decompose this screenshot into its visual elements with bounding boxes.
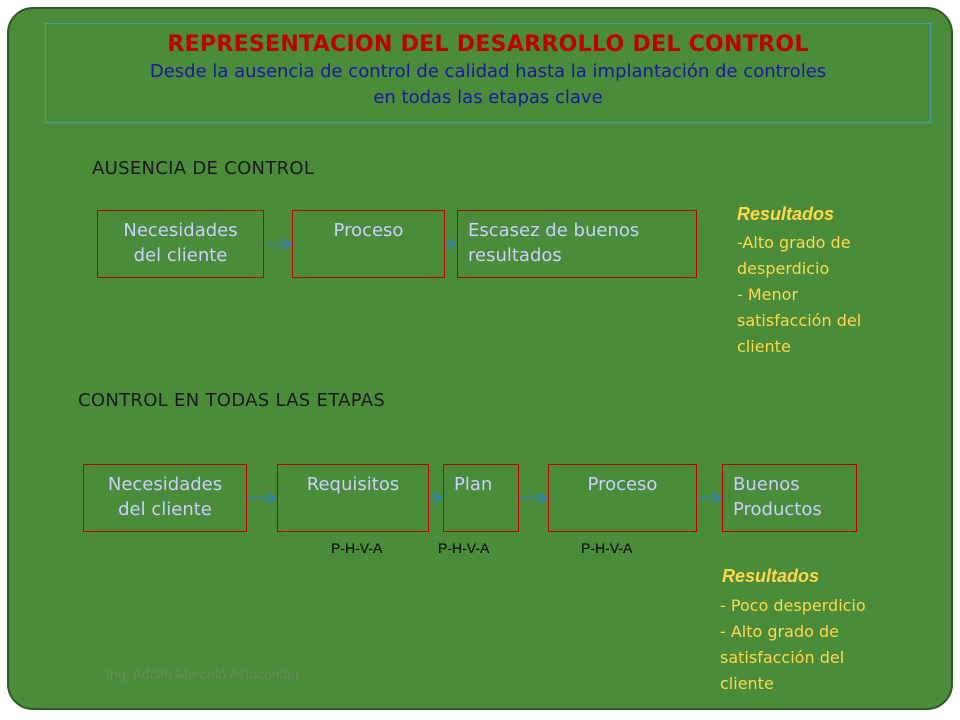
s2-box-necesidades: Necesidades del cliente — [83, 464, 247, 532]
title-box: REPRESENTACION DEL DESARROLLO DEL CONTRO… — [45, 23, 931, 123]
section2-heading: CONTROL EN TODAS LAS ETAPAS — [78, 390, 386, 411]
s2-box-proceso: Proceso — [548, 464, 697, 532]
s1-box-necesidades: Necesidades del cliente — [97, 210, 264, 278]
s1-box-escasez: Escasez de buenos resultados — [457, 210, 697, 278]
subtitle-line-1: Desde la ausencia de control de calidad … — [149, 61, 827, 82]
subtitle-line-2: en todas las etapas clave — [373, 87, 603, 108]
phva-label-2: P-H-V-A — [438, 540, 490, 556]
s2-box-plan: Plan — [443, 464, 519, 532]
s1-results-body: -Alto grado de desperdicio - Menor satis… — [737, 233, 862, 356]
section1-heading: AUSENCIA DE CONTROL — [92, 158, 315, 179]
s1-box-proceso: Proceso — [292, 210, 445, 278]
slide-background — [7, 7, 953, 710]
slide-title: REPRESENTACION DEL DESARROLLO DEL CONTRO… — [167, 32, 809, 57]
phva-label-3: P-H-V-A — [581, 540, 633, 556]
s2-box-buenos-productos: Buenos Productos — [722, 464, 857, 532]
s2-results-body: - Poco desperdicio - Alto grado de satis… — [720, 596, 866, 693]
s2-results-title: Resultados — [722, 566, 820, 586]
s1-results-title: Resultados — [737, 204, 835, 224]
slide-subtitle: Desde la ausencia de control de calidad … — [46, 59, 930, 111]
footer-author: Ing. Adolfo Marcelo Astocondor — [106, 666, 300, 682]
s2-box-requisitos: Requisitos — [277, 464, 429, 532]
phva-label-1: P-H-V-A — [331, 540, 383, 556]
